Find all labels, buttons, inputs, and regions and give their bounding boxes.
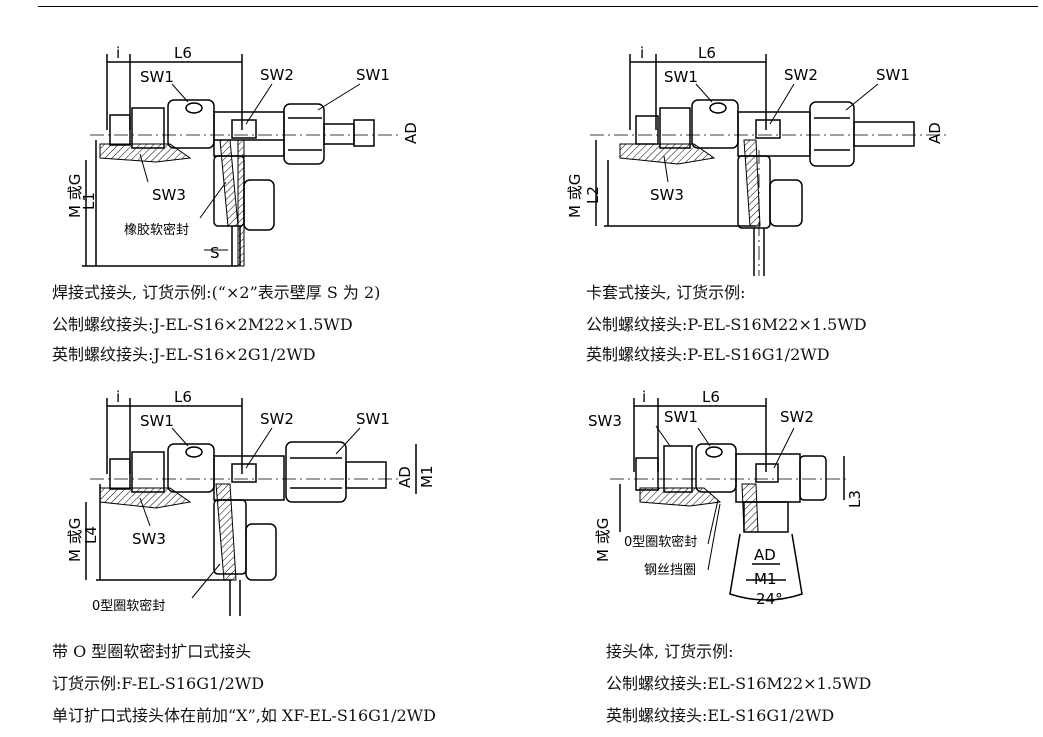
caption-flared-note: 单订扩口式接头体在前加“X”,如 XF-EL-S16G1/2WD bbox=[52, 706, 436, 725]
label-sw1-left: SW1 bbox=[140, 68, 174, 86]
dim-l6: L6 bbox=[702, 388, 720, 406]
dim-l2: L2 bbox=[584, 186, 602, 204]
figure-flared-fitting: i L6 SW1 SW2 SW1 SW3 0型圈软密封 AD M1 M 或G L… bbox=[66, 388, 436, 616]
dim-i: i bbox=[640, 44, 644, 62]
dim-i: i bbox=[116, 44, 120, 62]
dim-l6: L6 bbox=[174, 388, 192, 406]
label-sw1: SW1 bbox=[664, 408, 698, 426]
dim-m-or-g: M 或G bbox=[566, 174, 584, 218]
dim-m-or-g: M 或G bbox=[66, 174, 84, 218]
dim-ad: AD bbox=[926, 122, 944, 144]
dim-ad: AD bbox=[402, 122, 420, 144]
callout-wire-retainer: 钢丝挡圈 bbox=[644, 563, 696, 578]
dim-m-or-g: M 或G bbox=[66, 518, 84, 562]
label-sw1-right: SW1 bbox=[876, 66, 910, 84]
dim-l6: L6 bbox=[174, 44, 192, 62]
caption-body-imperial: 英制螺纹接头:EL-S16G1/2WD bbox=[606, 706, 835, 725]
dim-angle: 24° bbox=[756, 590, 783, 608]
dim-l1: L1 bbox=[80, 192, 98, 210]
caption-welded-title: 焊接式接头, 订货示例:(“×2”表示壁厚 S 为 2) bbox=[52, 283, 381, 302]
dim-m1: M1 bbox=[418, 466, 436, 489]
dim-m-or-g: M 或G bbox=[594, 518, 612, 562]
caption-body-title: 接头体, 订货示例: bbox=[606, 642, 734, 661]
caption-welded-imperial: 英制螺纹接头:J-EL-S16×2G1/2WD bbox=[52, 345, 316, 364]
dim-l6: L6 bbox=[698, 44, 716, 62]
label-sw1-right: SW1 bbox=[356, 66, 390, 84]
label-sw3: SW3 bbox=[132, 530, 166, 548]
figure-welded-fitting: i L6 SW1 SW2 SW1 SW3 S 橡胶软密封 AD M 或G L1 bbox=[66, 44, 420, 267]
label-sw1-right: SW1 bbox=[356, 410, 390, 428]
caption-compression-imperial: 英制螺纹接头:P-EL-S16G1/2WD bbox=[586, 345, 830, 364]
callout-rubber-seal: 橡胶软密封 bbox=[124, 222, 189, 238]
dim-i: i bbox=[116, 388, 120, 406]
dim-l4: L4 bbox=[82, 526, 100, 544]
figure-body-fitting: i L6 SW3 SW1 SW2 0型圈软密封 钢丝挡圈 AD M1 24° L… bbox=[588, 388, 864, 608]
header-rule bbox=[38, 6, 1038, 7]
dim-m1: M1 bbox=[754, 570, 777, 588]
dim-ad: AD bbox=[396, 466, 414, 488]
caption-body-metric: 公制螺纹接头:EL-S16M22×1.5WD bbox=[606, 674, 872, 693]
caption-flared-title: 带 O 型圈软密封扩口式接头 bbox=[52, 642, 252, 661]
label-sw2: SW2 bbox=[260, 410, 294, 428]
label-sw2: SW2 bbox=[260, 66, 294, 84]
callout-oring-seal: 0型圈软密封 bbox=[624, 534, 697, 550]
figure-compression-fitting: i L6 SW1 SW2 SW1 SW3 AD M 或G L2 bbox=[566, 44, 950, 276]
caption-compression-metric: 公制螺纹接头:P-EL-S16M22×1.5WD bbox=[586, 315, 867, 334]
dim-l3: L3 bbox=[846, 490, 864, 508]
caption-flared-example: 订货示例:F-EL-S16G1/2WD bbox=[52, 674, 265, 693]
caption-compression-title: 卡套式接头, 订货示例: bbox=[586, 283, 746, 302]
label-sw1-left: SW1 bbox=[664, 68, 698, 86]
label-sw3: SW3 bbox=[152, 186, 186, 204]
dim-ad: AD bbox=[754, 546, 776, 564]
label-sw2: SW2 bbox=[784, 66, 818, 84]
caption-welded-metric: 公制螺纹接头:J-EL-S16×2M22×1.5WD bbox=[52, 315, 353, 334]
label-sw1-left: SW1 bbox=[140, 412, 174, 430]
label-sw2: SW2 bbox=[780, 408, 814, 426]
label-sw3: SW3 bbox=[588, 412, 622, 430]
label-s: S bbox=[210, 244, 220, 262]
dim-i: i bbox=[642, 388, 646, 406]
callout-oring-seal: 0型圈软密封 bbox=[92, 598, 165, 614]
label-sw3: SW3 bbox=[650, 186, 684, 204]
